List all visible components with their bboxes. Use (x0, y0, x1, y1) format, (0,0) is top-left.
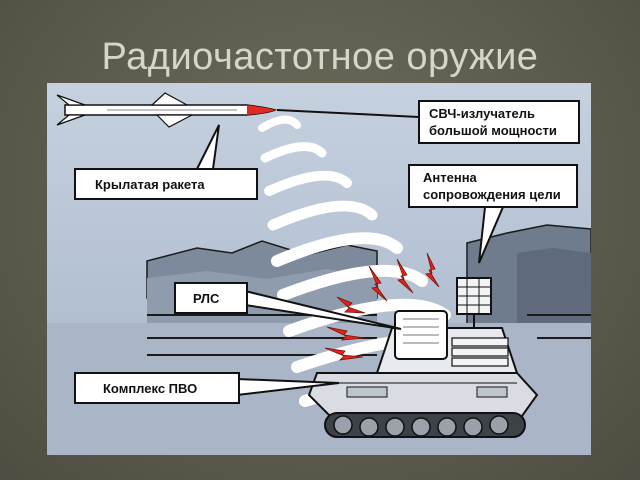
label-antenna-line1: Антенна (423, 170, 478, 185)
label-antenna-line2: сопровождения цели (423, 187, 561, 202)
label-radar: РЛС (193, 291, 220, 306)
label-missile: Крылатая ракета (95, 177, 205, 192)
air-defense-vehicle-icon (307, 277, 539, 438)
callout-missile: Крылатая ракета (74, 124, 258, 200)
radio-weapon-diagram: Крылатая ракета СВЧ-излучатель большой м… (47, 83, 591, 455)
label-emitter-line1: СВЧ-излучатель (429, 106, 535, 121)
callout-radar: РЛС (174, 282, 402, 330)
callout-emitter: СВЧ-излучатель большой мощности (276, 100, 580, 144)
cruise-missile-icon (56, 92, 277, 128)
callout-air-defense: Комплекс ПВО (74, 372, 340, 404)
slide-title: Радиочастотное оружие (101, 36, 539, 78)
diagram-canvas: Крылатая ракета СВЧ-излучатель большой м… (47, 83, 591, 455)
callout-antenna: Антенна сопровождения цели (408, 164, 578, 264)
label-emitter-line2: большой мощности (429, 123, 557, 138)
label-air-defense: Комплекс ПВО (103, 381, 197, 396)
interference-bolts (324, 252, 440, 361)
